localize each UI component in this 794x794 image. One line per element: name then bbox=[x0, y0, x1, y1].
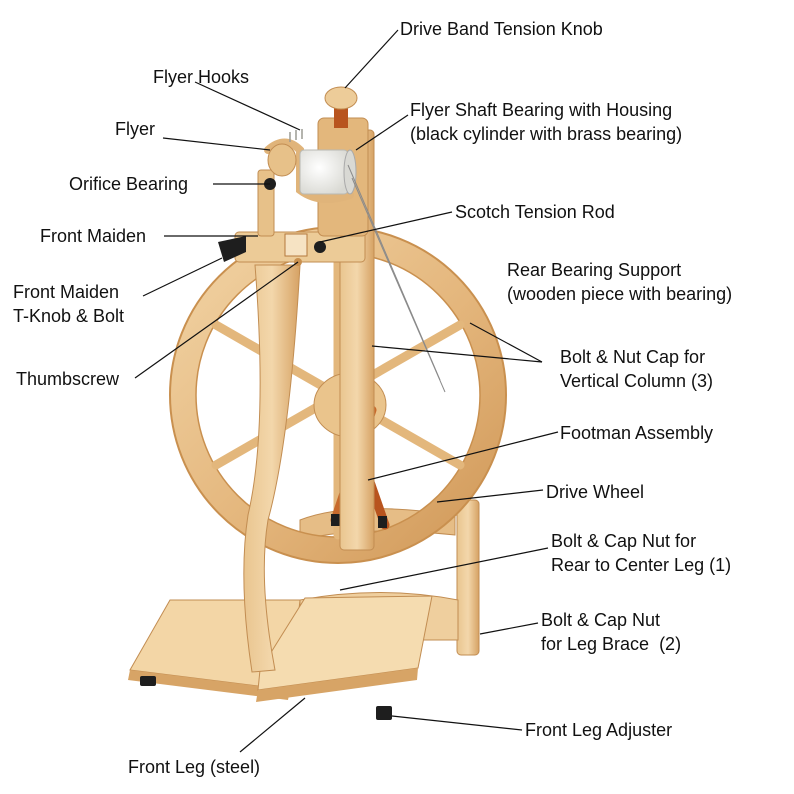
label-flyer-shaft-bearing-line2: (black cylinder with brass bearing) bbox=[410, 124, 683, 144]
feet bbox=[140, 676, 392, 720]
label-flyer-shaft-bearing: Flyer Shaft Bearing with Housing (black … bbox=[410, 98, 682, 146]
label-footman-assembly: Footman Assembly bbox=[560, 423, 714, 443]
label-flyer-shaft-bearing-line1: Flyer Shaft Bearing with Housing bbox=[410, 100, 673, 120]
label-thumbscrew: Thumbscrew bbox=[16, 369, 120, 389]
label-bolt-cap-rear-center-line2: Rear to Center Leg (1) bbox=[551, 555, 732, 575]
drive-band bbox=[347, 164, 446, 393]
label-bolt-cap-rear-center: Bolt & Cap Nut for Rear to Center Leg (1… bbox=[551, 529, 731, 577]
treadle-right bbox=[256, 595, 433, 702]
label-bolt-cap-leg-brace-line2: for Leg Brace (2) bbox=[541, 634, 682, 654]
front-maiden-graphic bbox=[218, 169, 276, 262]
flyer-graphic bbox=[264, 129, 357, 203]
label-front-maiden-tknob: Front Maiden T-Knob & Bolt bbox=[13, 280, 124, 328]
leader-lines bbox=[134, 29, 559, 753]
label-drive-wheel: Drive Wheel bbox=[546, 482, 645, 502]
label-orifice-bearing: Orifice Bearing bbox=[69, 174, 189, 194]
mother-of-all bbox=[234, 231, 366, 266]
label-bolt-nut-cap-vertical: Bolt & Nut Cap for Vertical Column (3) bbox=[560, 345, 713, 393]
label-rear-bearing-support-line2: (wooden piece with bearing) bbox=[507, 284, 733, 304]
label-flyer-hooks: Flyer Hooks bbox=[153, 67, 250, 87]
label-rear-bearing-support: Rear Bearing Support (wooden piece with … bbox=[507, 258, 732, 306]
label-rear-bearing-support-line1: Rear Bearing Support bbox=[507, 260, 682, 280]
label-front-maiden: Front Maiden bbox=[40, 226, 147, 246]
label-bolt-nut-cap-vertical-line2: Vertical Column (3) bbox=[560, 371, 714, 391]
label-front-leg-adjuster: Front Leg Adjuster bbox=[525, 720, 673, 740]
label-front-leg: Front Leg (steel) bbox=[128, 757, 261, 777]
label-bolt-cap-rear-center-line1: Bolt & Cap Nut for bbox=[551, 531, 697, 551]
label-bolt-nut-cap-vertical-line1: Bolt & Nut Cap for bbox=[560, 347, 706, 367]
label-drive-band-tension-knob: Drive Band Tension Knob bbox=[400, 19, 603, 39]
label-bolt-cap-leg-brace: Bolt & Cap Nut for Leg Brace (2) bbox=[541, 608, 681, 656]
label-front-maiden-tknob-line1: Front Maiden bbox=[13, 282, 120, 302]
front-upright bbox=[243, 264, 301, 673]
label-front-maiden-tknob-line2: T-Knob & Bolt bbox=[13, 306, 125, 326]
label-scotch-tension-rod: Scotch Tension Rod bbox=[455, 202, 615, 222]
label-bolt-cap-leg-brace-line1: Bolt & Cap Nut bbox=[541, 610, 661, 630]
label-flyer: Flyer bbox=[115, 119, 155, 139]
